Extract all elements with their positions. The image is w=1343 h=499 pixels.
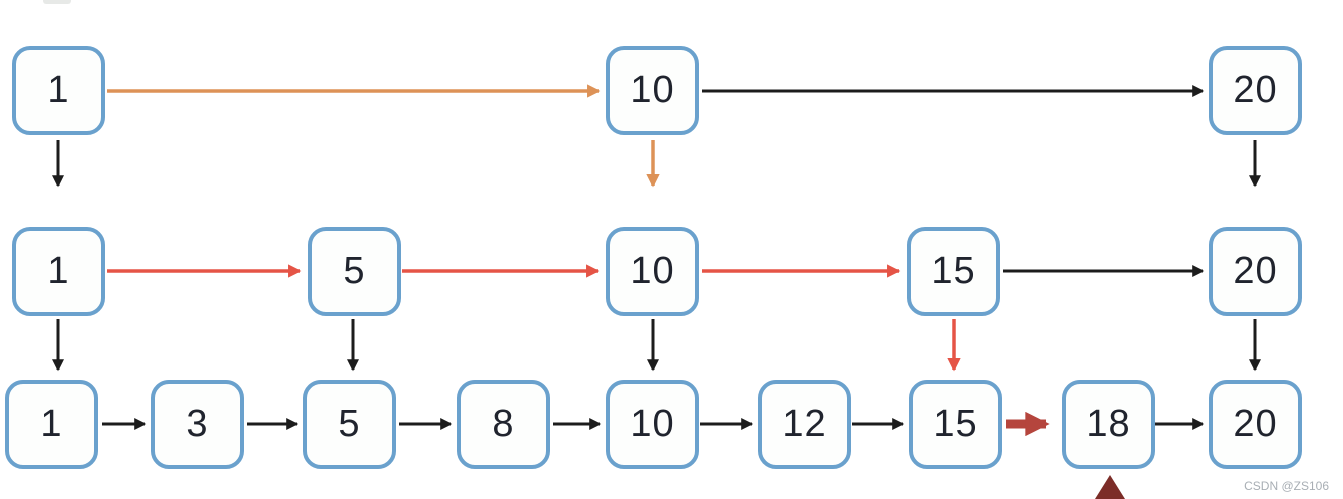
skiplist-node-bot-18: 18 <box>1062 380 1155 469</box>
skiplist-node-bot-5: 5 <box>303 380 396 469</box>
skiplist-node-bot-20: 20 <box>1209 380 1302 469</box>
skiplist-node-bot-3: 3 <box>151 380 244 469</box>
watermark: CSDN @ZS106 <box>1244 479 1329 493</box>
skiplist-node-bot-10: 10 <box>606 380 699 469</box>
skiplist-node-mid-20: 20 <box>1209 227 1302 316</box>
top-edge-artifact <box>43 0 71 4</box>
skiplist-node-bot-1: 1 <box>5 380 98 469</box>
skiplist-node-mid-10: 10 <box>606 227 699 316</box>
partial-pointer-arrowhead <box>1095 475 1125 499</box>
skiplist-node-top-1: 1 <box>12 46 105 135</box>
skiplist-node-top-10: 10 <box>606 46 699 135</box>
skiplist-node-bot-15: 15 <box>909 380 1002 469</box>
skiplist-node-mid-1: 1 <box>12 227 105 316</box>
skiplist-node-mid-15: 15 <box>907 227 1000 316</box>
skiplist-node-bot-12: 12 <box>758 380 851 469</box>
skiplist-node-top-20: 20 <box>1209 46 1302 135</box>
skiplist-node-bot-8: 8 <box>457 380 550 469</box>
skiplist-node-mid-5: 5 <box>308 227 401 316</box>
